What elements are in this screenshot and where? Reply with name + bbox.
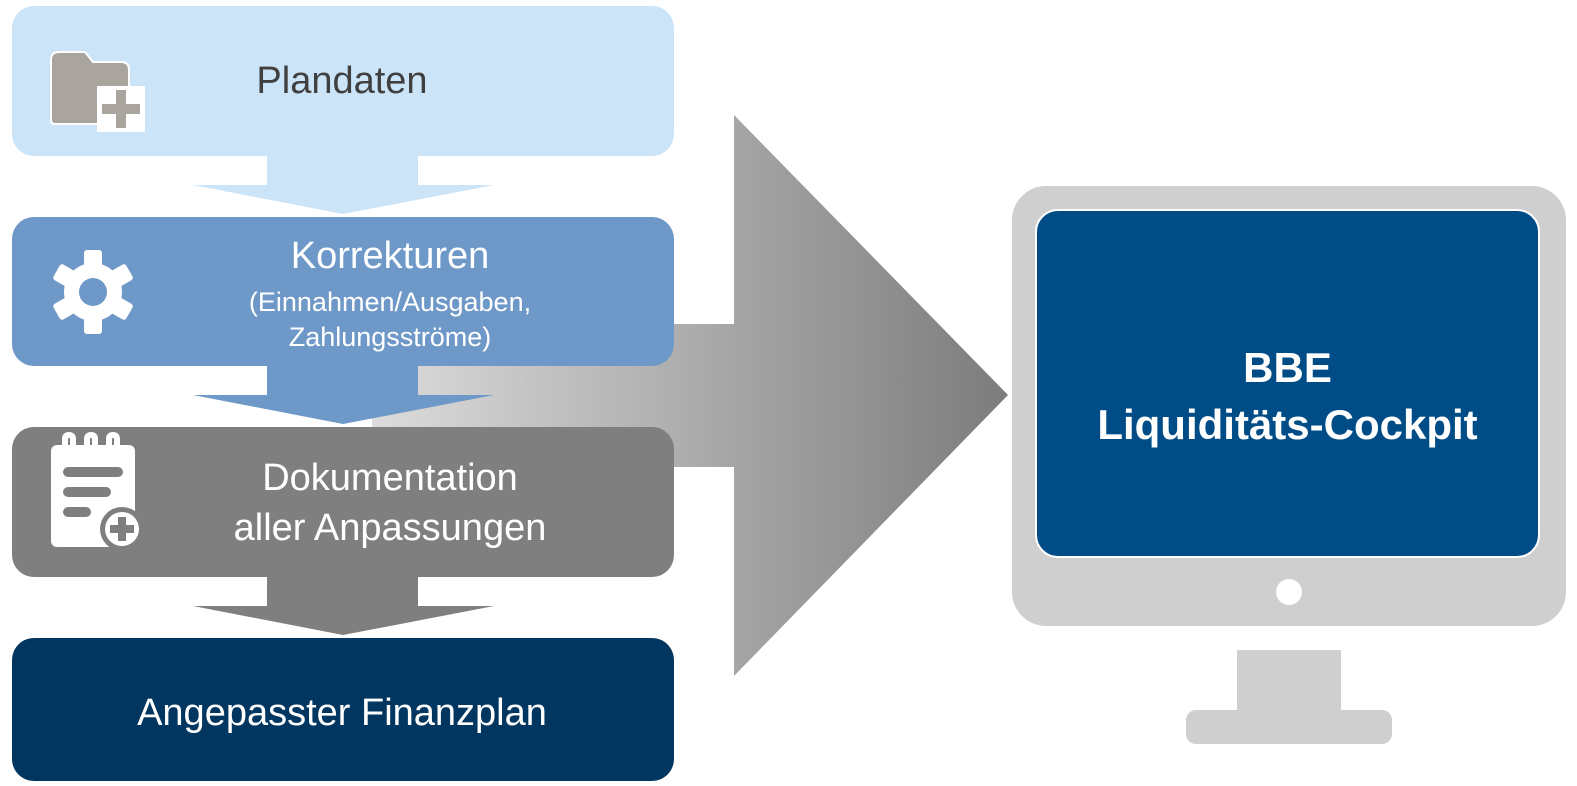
monitor-title-line-2: Liquiditäts-Cockpit [1097,401,1478,448]
step-korrekturen-subtitle-2: Zahlungsströme) [288,322,492,352]
step-dokumentation-title-2: aller Anpassungen [233,507,547,549]
step-korrekturen-subtitle-1: (Einnahmen/Ausgaben, [248,287,532,317]
step-finanzplan: Angepasster Finanzplan [12,638,674,781]
monitor-title-line-1: BBE [1243,344,1332,391]
step-dokumentation-title-1: Dokumentation [262,457,518,499]
connector-arrow-1 [193,156,494,635]
notepad-plus-icon [51,431,144,551]
step-korrekturen: Korrekturen (Einnahmen/Ausgaben, Zahlung… [12,217,674,366]
step-korrekturen-title: Korrekturen [290,235,490,277]
step-plandaten: Plandaten [12,6,674,156]
gear-icon [53,250,133,334]
step-dokumentation: Dokumentation aller Anpassungen [12,427,674,577]
folder-plus-icon [50,51,145,132]
step-finanzplan-title: Angepasster Finanzplan [137,692,547,734]
step-plandaten-title: Plandaten [256,60,428,102]
